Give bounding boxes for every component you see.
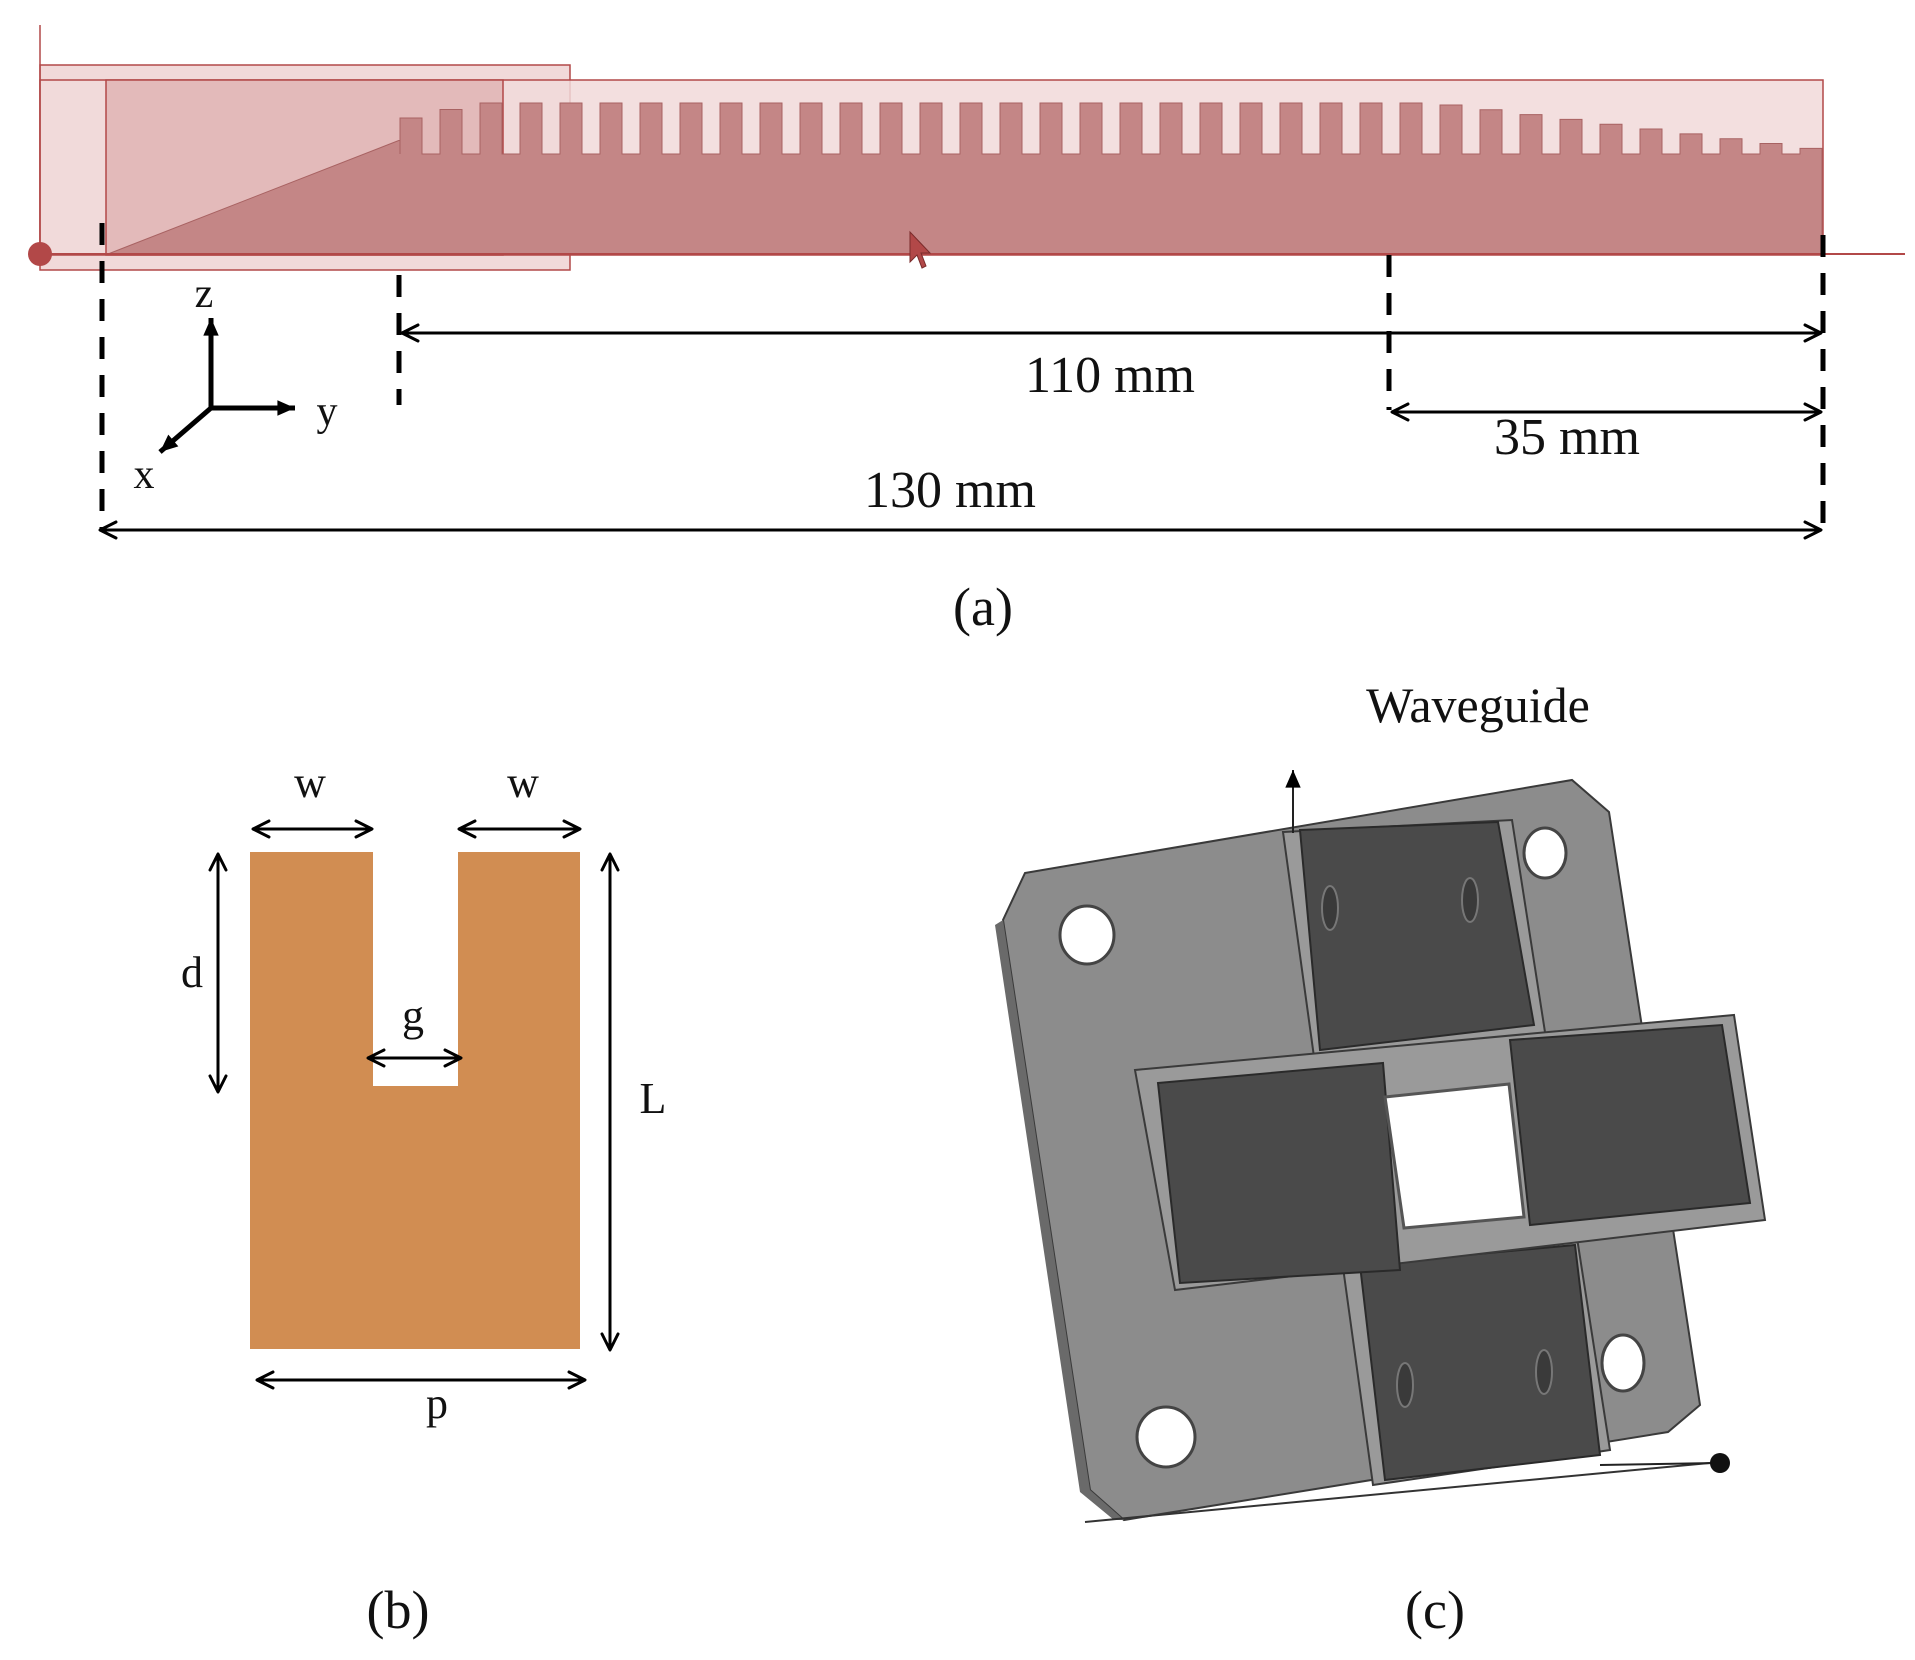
right-channel <box>1508 1023 1752 1227</box>
panel-c: Waveguide (c) <box>995 677 1767 1640</box>
dim-110-label: 110 mm <box>1025 347 1195 404</box>
y-direction-marker <box>1710 1453 1730 1473</box>
panel-b-caption: (b) <box>367 1580 430 1640</box>
label-p: p <box>426 1379 448 1428</box>
label-w-right: w <box>507 758 539 807</box>
bolt-hole-3 <box>1396 1362 1414 1408</box>
dim-35-label: 35 mm <box>1494 409 1640 466</box>
coordinate-axes-icon <box>158 318 295 454</box>
lower-channel <box>1358 1243 1602 1482</box>
u-slot-unit-cell <box>250 852 580 1349</box>
cursor-icon <box>909 230 932 269</box>
feed-point-marker <box>28 242 52 266</box>
corrugated-structure <box>107 102 1823 255</box>
flange-ground-line <box>1084 1461 1721 1523</box>
label-g: g <box>402 991 424 1040</box>
axis-x-label: x <box>134 452 155 498</box>
label-w-left: w <box>294 758 326 807</box>
flange-plate-edge <box>995 920 1124 1520</box>
panel-a: 110 mm 35 mm 130 mm z y x (a) <box>28 25 1905 637</box>
panel-b: w w d g L p (b) <box>181 758 666 1640</box>
mount-hole-top-left <box>1058 904 1116 966</box>
bolt-hole-2 <box>1461 877 1479 923</box>
axis-z-label: z <box>195 271 214 317</box>
waveguide-aperture <box>1383 1082 1526 1230</box>
y-direction-line <box>1599 1462 1718 1466</box>
panel-a-caption: (a) <box>953 577 1013 637</box>
axis-y-label: y <box>317 389 338 435</box>
mount-hole-bottom-right <box>1600 1333 1646 1393</box>
bolt-hole-1 <box>1321 885 1339 931</box>
waveguide-title: Waveguide <box>1366 677 1590 733</box>
panel-c-caption: (c) <box>1405 1580 1465 1640</box>
bolt-hole-4 <box>1535 1349 1553 1395</box>
mount-hole-bottom-left <box>1135 1405 1197 1469</box>
mount-hole-top-right <box>1522 826 1568 880</box>
dim-130-label: 130 mm <box>864 462 1036 519</box>
left-channel <box>1156 1061 1402 1285</box>
label-L: L <box>640 1074 667 1123</box>
label-d: d <box>181 948 203 997</box>
upper-channel <box>1298 820 1536 1052</box>
